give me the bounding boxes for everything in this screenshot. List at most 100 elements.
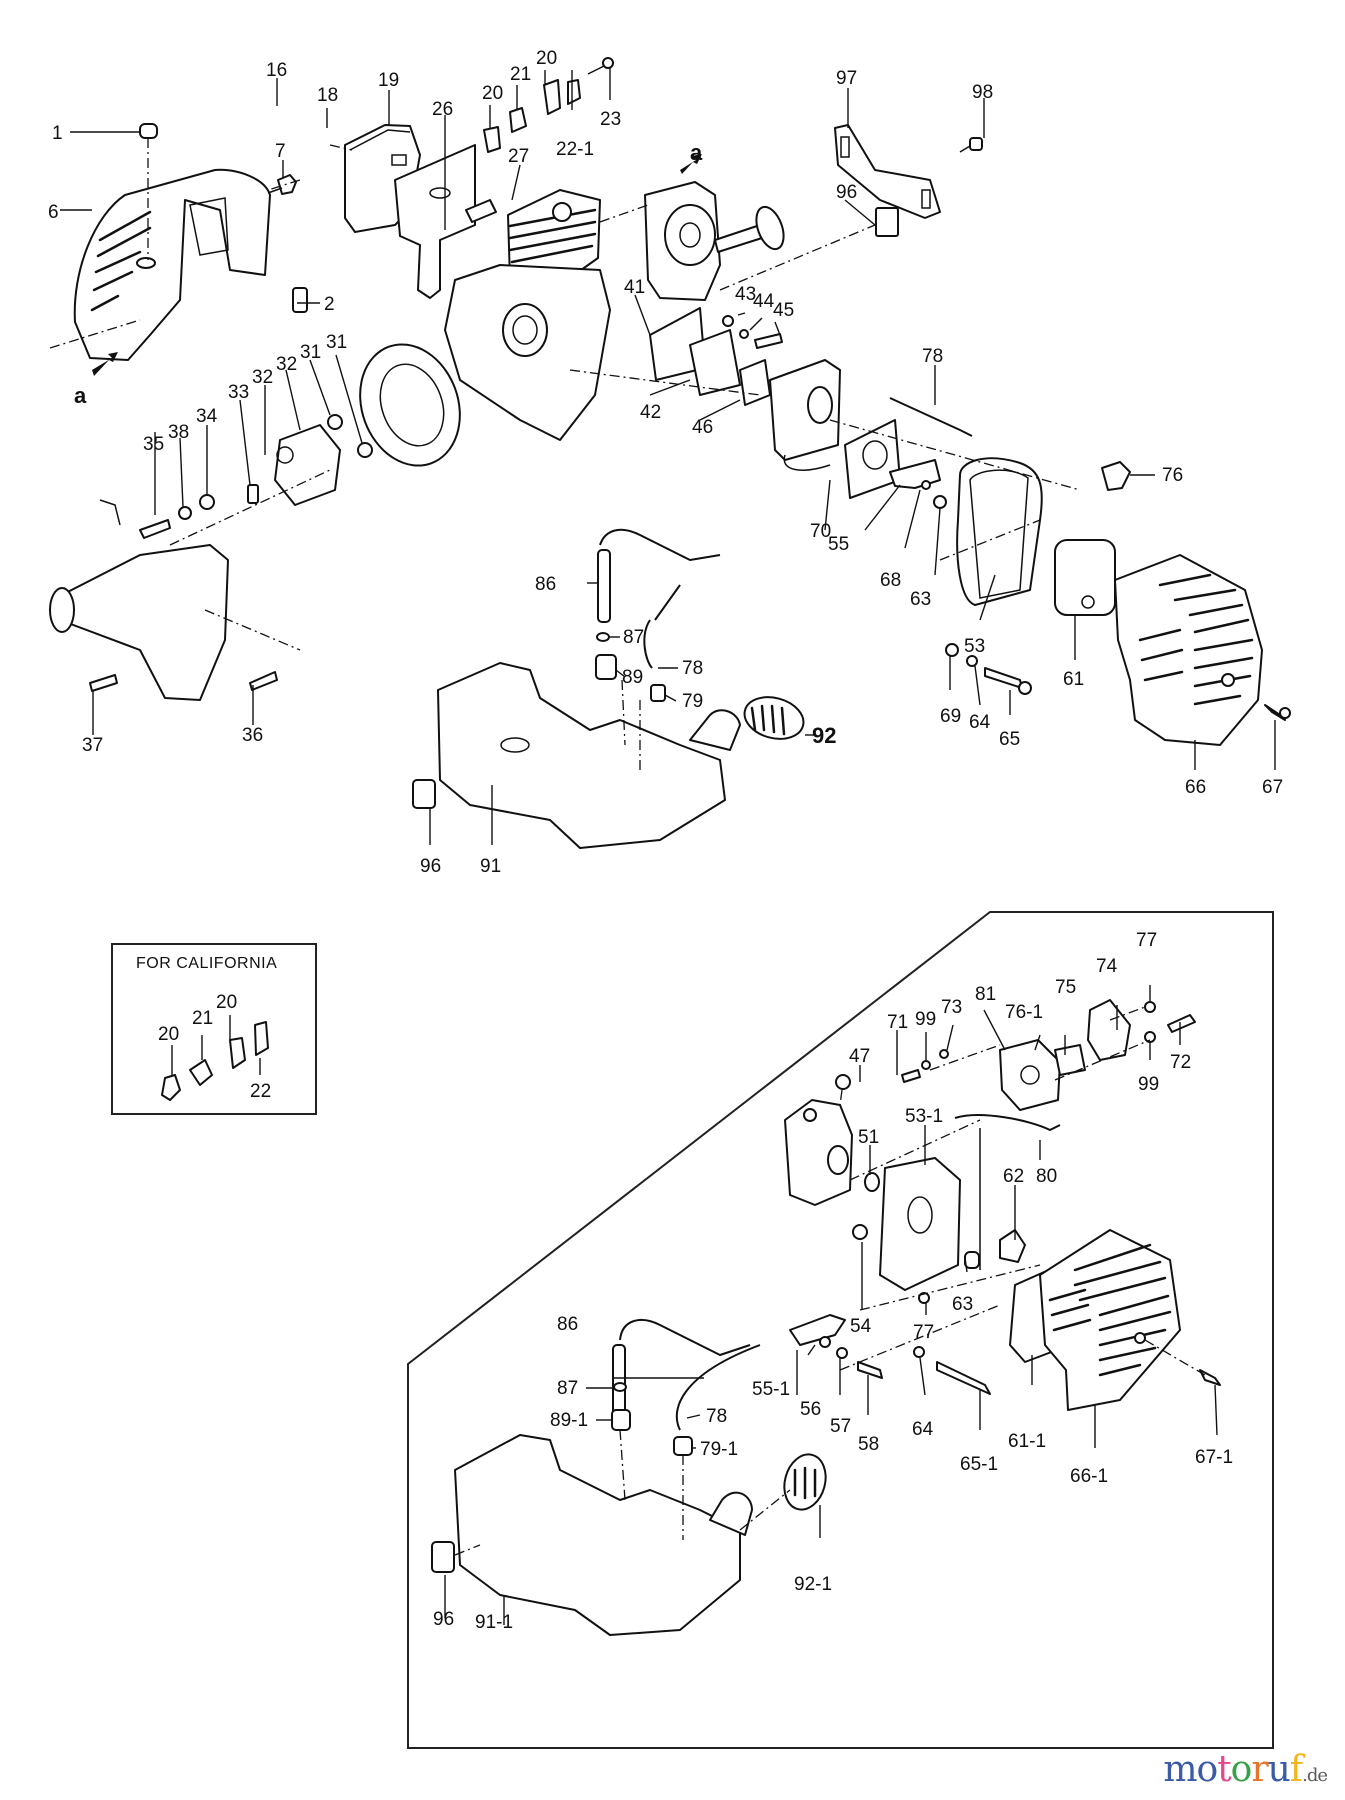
callout-57: 57 <box>830 1416 851 1437</box>
fuel-pipe-86-lower-part[interactable] <box>612 1344 626 1416</box>
nut-77b-part[interactable] <box>918 1292 930 1304</box>
pump-cover-74-part[interactable] <box>1087 999 1131 1061</box>
carburetor-lower-part[interactable] <box>784 1099 853 1206</box>
screw-71-part[interactable] <box>901 1069 921 1083</box>
grommet-79-1-part[interactable] <box>673 1436 693 1456</box>
washer-38-part[interactable] <box>178 506 192 520</box>
washer-69-part[interactable] <box>945 643 959 657</box>
filter-element-part[interactable] <box>1054 539 1116 616</box>
fuel-tank-91-1-part[interactable] <box>454 1434 753 1636</box>
carburetor-part[interactable] <box>769 359 841 471</box>
oring-68-part[interactable] <box>921 480 931 490</box>
fuel-pipe-86-part[interactable] <box>597 549 611 623</box>
plate-26-part[interactable] <box>394 144 476 299</box>
crankcase-part[interactable] <box>444 264 611 441</box>
air-cleaner-cover-66-part[interactable] <box>1114 554 1263 746</box>
screw-37-part[interactable] <box>89 674 118 692</box>
gasket-set-part[interactable] <box>465 79 581 223</box>
callout-32a: 32 <box>252 367 273 388</box>
fuel-cap-92-1-part[interactable] <box>778 1450 831 1514</box>
screw-23-part[interactable] <box>587 57 614 75</box>
screw-36-part[interactable] <box>249 671 278 691</box>
handle-bracket-part[interactable] <box>834 124 941 219</box>
washer-64-part[interactable] <box>966 655 978 667</box>
screw-7-part[interactable] <box>267 174 297 195</box>
spring-33-part[interactable] <box>247 484 259 504</box>
bolt-58-part[interactable] <box>857 1361 883 1379</box>
flywheel-part[interactable] <box>344 330 477 479</box>
nut-washer-bolt-43-45-part[interactable] <box>722 315 783 349</box>
washer-31a-part[interactable] <box>327 414 343 430</box>
callout-42: 42 <box>640 402 661 423</box>
recoil-starter-part[interactable] <box>644 181 789 301</box>
cal-gasket-20a[interactable] <box>161 1074 181 1101</box>
clutch-housing-part[interactable] <box>49 499 229 701</box>
cap-nut-part[interactable] <box>139 123 158 139</box>
cal-plate-21[interactable] <box>189 1059 213 1086</box>
washer-99a-part[interactable] <box>921 1060 931 1070</box>
fuel-hose-86[interactable] <box>599 528 721 561</box>
bracket-62-part[interactable] <box>999 1229 1026 1263</box>
screw-67-1-part[interactable] <box>1199 1369 1221 1386</box>
bolt-65-part[interactable] <box>984 667 1032 695</box>
view-marker-a-right: a <box>690 140 703 165</box>
rubber-block-96-part[interactable] <box>875 207 899 237</box>
washer-56-part[interactable] <box>819 1336 831 1348</box>
washer-34-part[interactable] <box>199 494 215 510</box>
fuel-hose-86-lower[interactable] <box>619 1319 751 1356</box>
rubber-96-tank-part[interactable] <box>412 779 436 809</box>
primer-bulb-75-part[interactable] <box>1054 1044 1086 1076</box>
primer-pump-part[interactable] <box>999 1039 1061 1111</box>
insulator-part[interactable] <box>649 307 771 406</box>
bracket-55-1-part[interactable] <box>789 1314 846 1346</box>
cal-plate-22[interactable] <box>254 1021 269 1056</box>
collar-54-part[interactable] <box>852 1224 868 1240</box>
air-cleaner-cover-66-1-part[interactable] <box>1039 1229 1181 1411</box>
collar-63-part[interactable] <box>933 495 947 509</box>
washer-64-lower-part[interactable] <box>913 1346 925 1358</box>
fuel-filter-89-1-part[interactable] <box>611 1409 631 1431</box>
rubber-96-lower-part[interactable] <box>431 1541 455 1573</box>
bolt-35-part[interactable] <box>139 519 171 539</box>
fuel-cap-92-part[interactable] <box>740 691 808 745</box>
air-cleaner-case-part[interactable] <box>956 457 1043 606</box>
engine-cover-part[interactable] <box>73 168 271 361</box>
hose-80[interactable] <box>954 1114 1061 1131</box>
clip-2-part[interactable] <box>292 287 308 313</box>
motoruf-watermark[interactable]: motoruf.de <box>1163 1749 1328 1790</box>
screw-98-part[interactable] <box>959 137 983 153</box>
fuel-hose-78-lower-box[interactable] <box>675 1344 761 1431</box>
callout-16: 16 <box>266 60 287 81</box>
primer-bulb-part[interactable] <box>1101 461 1131 491</box>
screw-67-part[interactable] <box>1264 704 1291 721</box>
cal-gasket-20b[interactable] <box>229 1037 246 1069</box>
grommet-87-part[interactable] <box>596 632 610 642</box>
grommet-79-part[interactable] <box>650 684 666 702</box>
washer-73-part[interactable] <box>939 1049 949 1059</box>
callout-18: 18 <box>317 85 338 106</box>
callout-73: 73 <box>941 997 962 1018</box>
callout-71: 71 <box>887 1012 908 1033</box>
alignment-lines-upper <box>49 138 1081 770</box>
screw-72-part[interactable] <box>1167 1014 1196 1033</box>
watermark-letter: o <box>1230 1749 1253 1790</box>
collar-63-lower-part[interactable] <box>964 1251 980 1269</box>
clutch-shoe-part[interactable] <box>274 424 341 506</box>
fuel-tank-part[interactable] <box>437 662 741 849</box>
fuel-hose-78-upper[interactable] <box>889 397 973 437</box>
cylinder-part[interactable] <box>507 189 601 286</box>
washer-57-part[interactable] <box>836 1347 848 1359</box>
callout-65: 65 <box>999 729 1020 750</box>
fuel-filter-89-part[interactable] <box>595 654 617 680</box>
air-cleaner-case-lower-part[interactable] <box>879 1157 961 1291</box>
bolt-65-1-part[interactable] <box>936 1361 991 1395</box>
fuel-hose-78-lower[interactable] <box>643 584 681 669</box>
grommet-87-lower-part[interactable] <box>613 1382 627 1392</box>
callouts-upper: 1 2 6 7 16 18 19 20 20 21 22-1 23 26 27 … <box>48 48 1283 877</box>
nut-47-part[interactable] <box>835 1074 851 1090</box>
callout-27: 27 <box>508 146 529 167</box>
oring-51-part[interactable] <box>864 1172 880 1192</box>
nut-77-part[interactable] <box>1144 1001 1156 1013</box>
view-marker-a-left: a <box>74 383 87 408</box>
washer-31b-part[interactable] <box>357 442 373 458</box>
